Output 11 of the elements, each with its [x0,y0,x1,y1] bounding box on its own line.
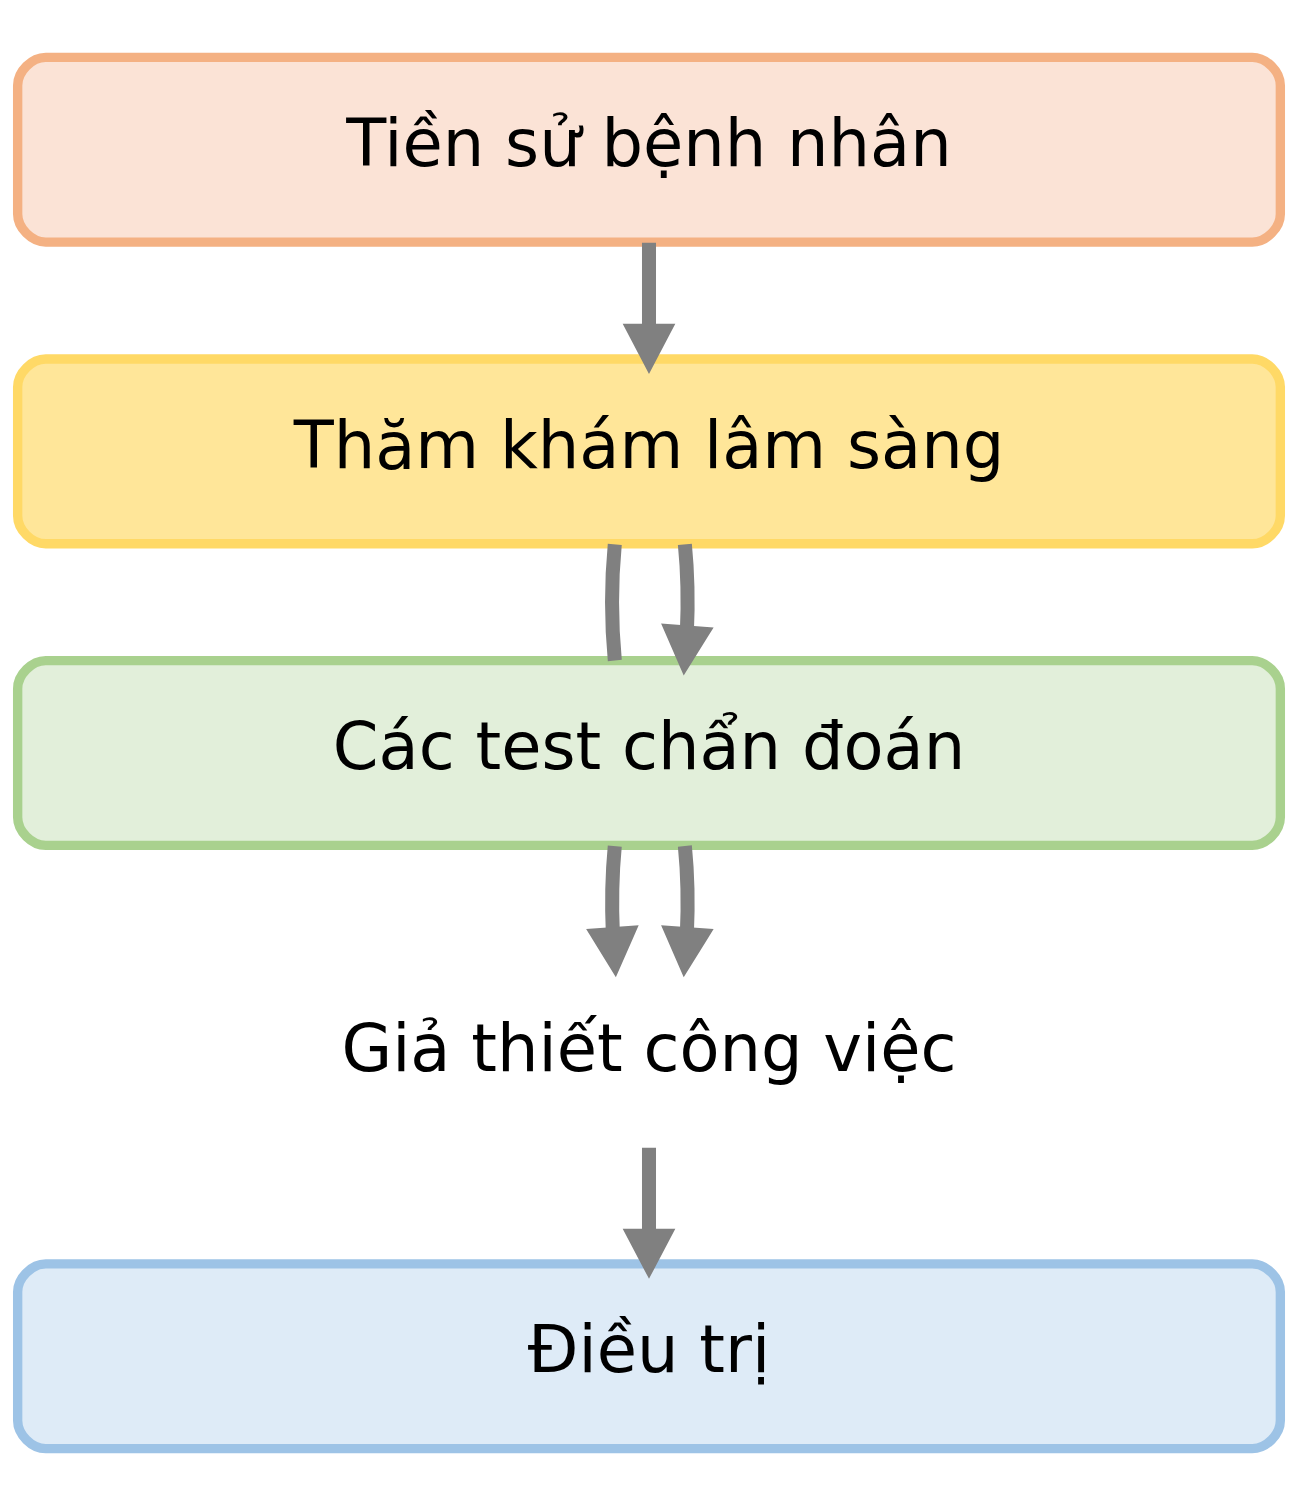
arrow [586,844,639,977]
node-box: Tiền sử bệnh nhân [13,52,1285,247]
node-box: Các test chẩn đoán [13,655,1285,850]
arrow [661,543,714,676]
arrow [661,844,714,977]
arrow [622,1147,676,1279]
node-text: Giả thiết công việc [341,1009,957,1086]
arrow [622,242,676,374]
connector [605,543,622,661]
node-box: Thăm khám lâm sàng [13,353,1285,548]
node-box: Điều trị [13,1258,1285,1453]
